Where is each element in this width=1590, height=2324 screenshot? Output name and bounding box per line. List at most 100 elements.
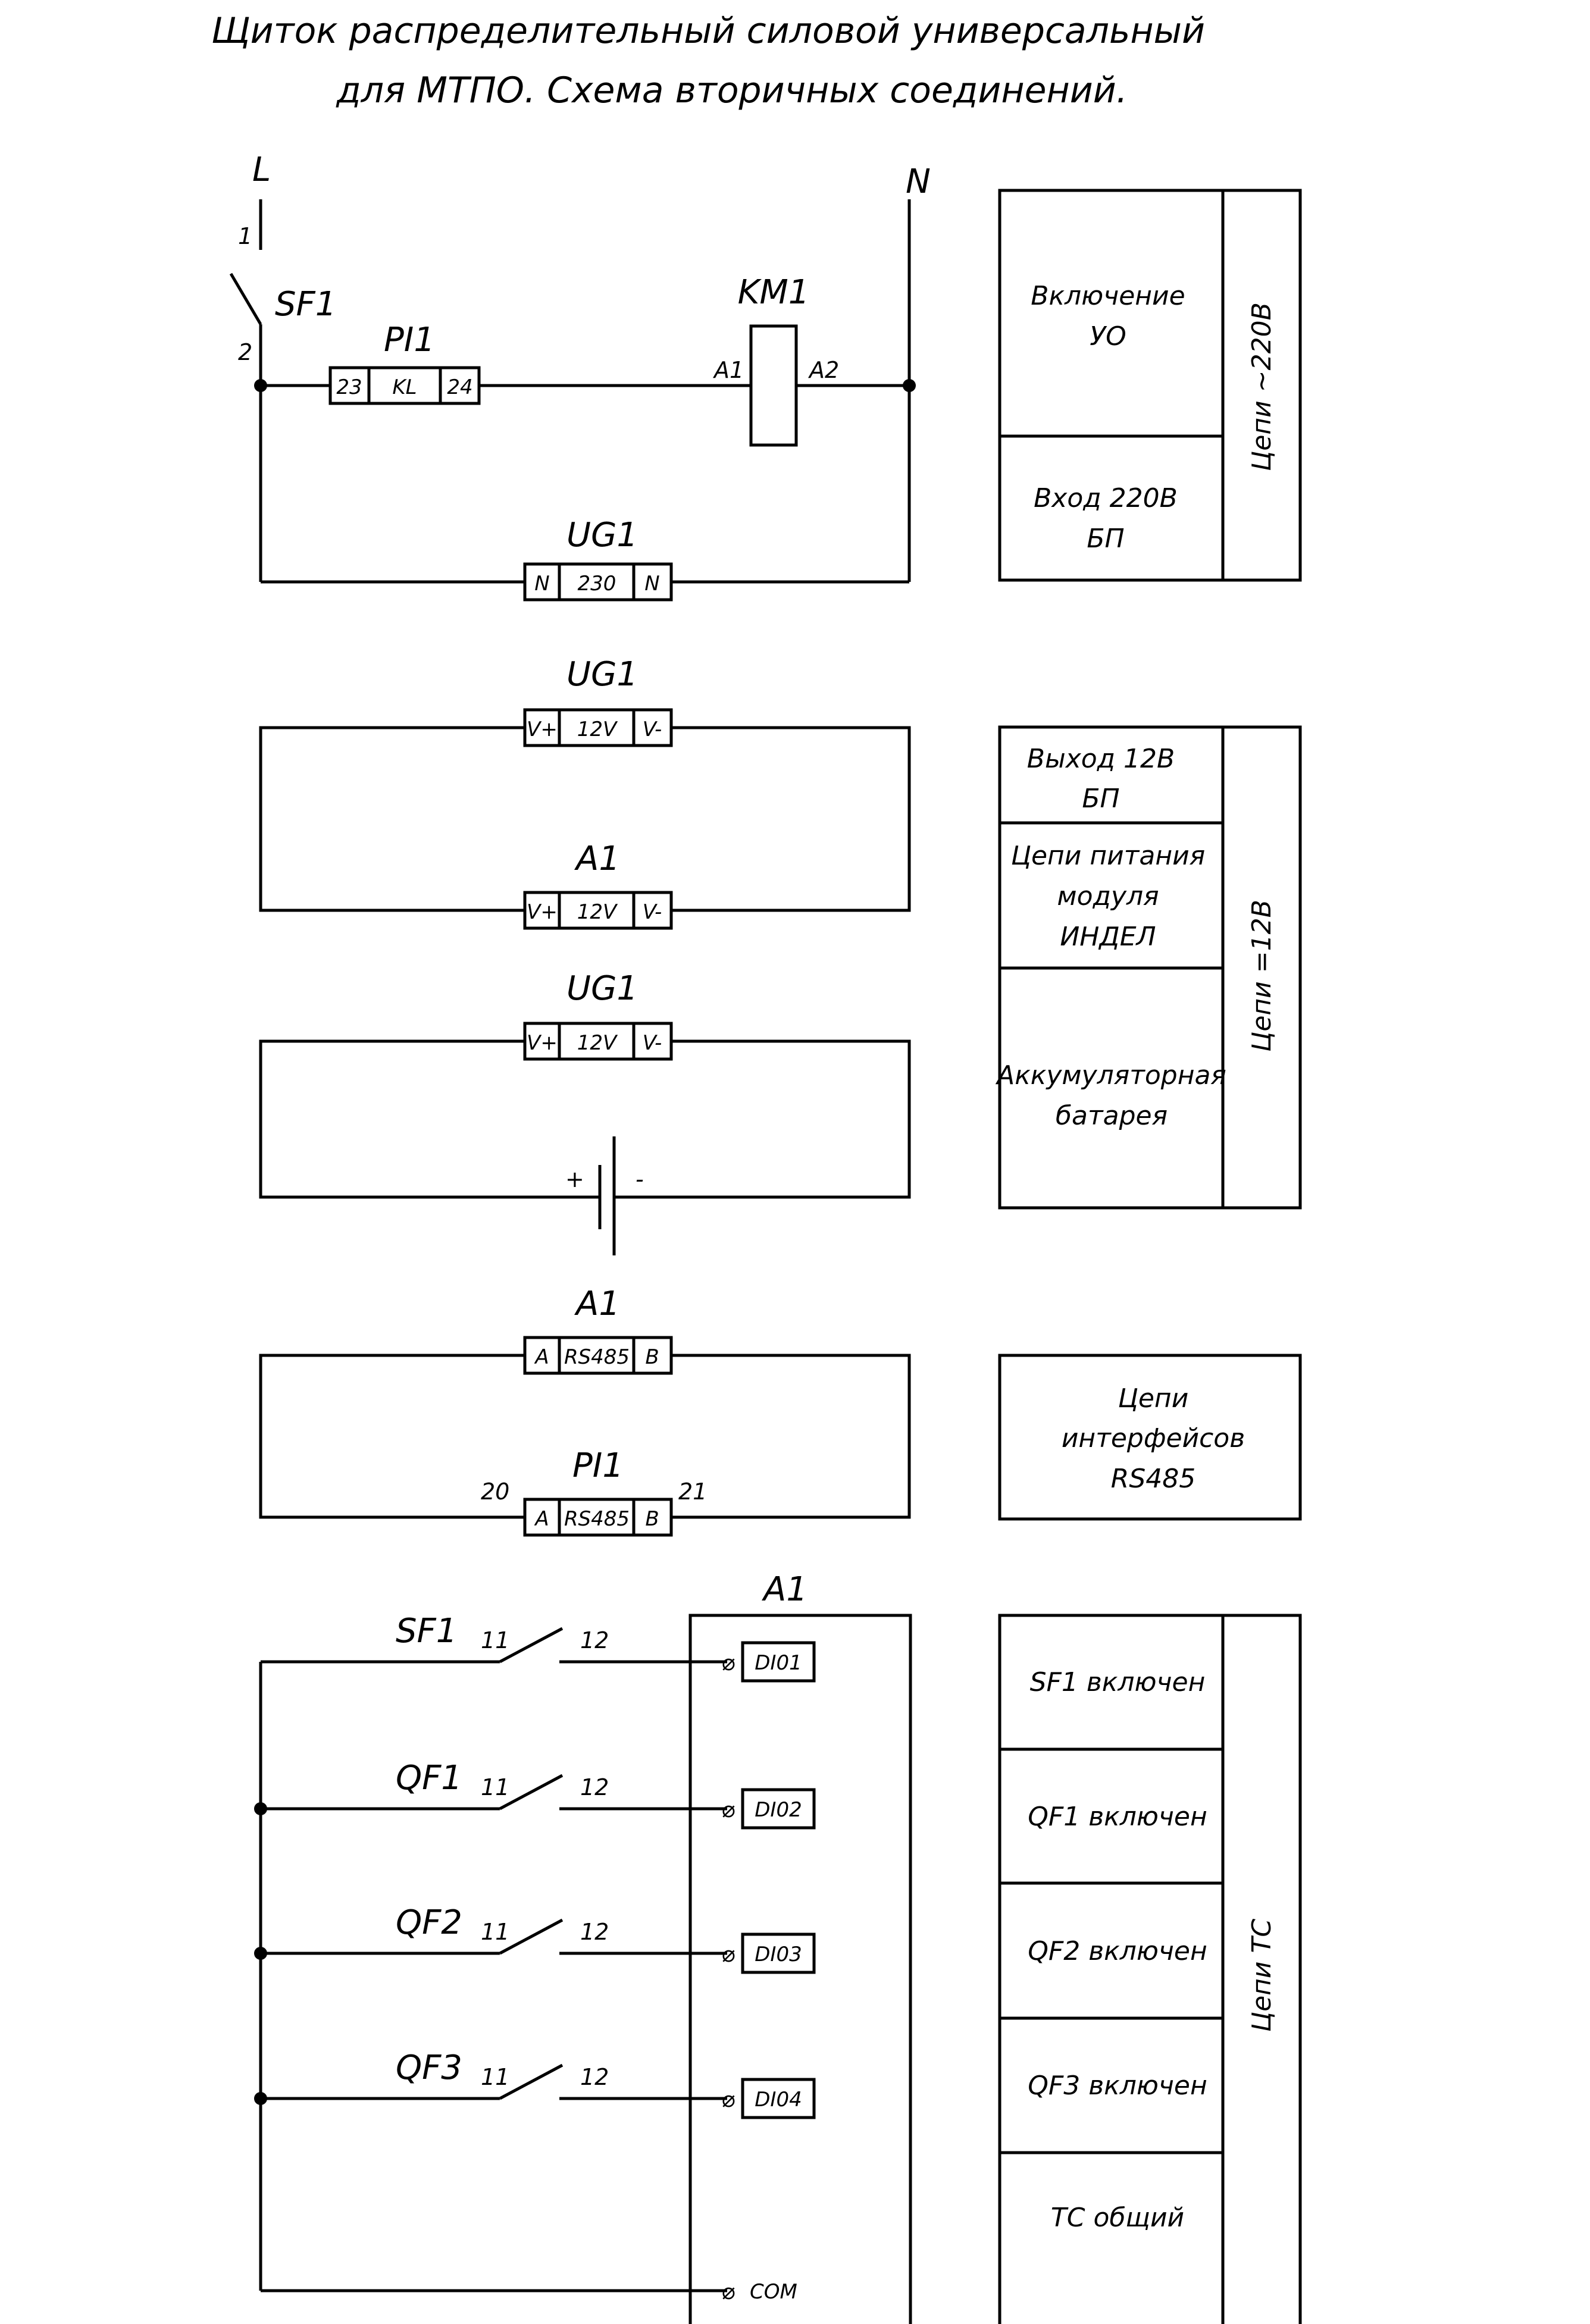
- pi1-label: PI1: [384, 321, 435, 359]
- table-side-label: Цепи =12В: [1247, 900, 1277, 1052]
- pi1-terminal-24: 24: [447, 375, 472, 399]
- contact-pin-12: 12: [580, 1627, 609, 1653]
- di01-label: DI01: [755, 1651, 802, 1675]
- a1-terminal-12v: 12V: [577, 900, 618, 924]
- km1-pin-a2: A2: [807, 357, 839, 383]
- table-cell-text: Вход 220В: [1034, 483, 1178, 513]
- contact-pin-12: 12: [580, 1919, 609, 1945]
- a1-terminal-vplus: V+: [527, 900, 558, 924]
- table-cell-text: БП: [1087, 524, 1124, 554]
- sf1-aux-contact: [499, 1627, 564, 1664]
- table-cell-text: модуля: [1057, 881, 1159, 912]
- terminal-symbol: ⌀: [721, 2086, 735, 2112]
- contact-pin-11: 11: [481, 1627, 509, 1653]
- table-cell-text: Цепи: [1118, 1383, 1189, 1414]
- terminal-symbol: ⌀: [721, 1796, 735, 1822]
- pi1-terminal-block: [328, 366, 481, 405]
- ug1-terminal-vplus: V+: [527, 718, 558, 741]
- sf1-pin-2: 2: [238, 339, 252, 365]
- wire-battery-plus: [259, 1039, 600, 1199]
- diagram-title-line1: Щиток распределительный силовой универса…: [211, 10, 1205, 52]
- qf3-aux-contact: [499, 2063, 564, 2100]
- section-tc-circuits: A1 SF1 11 12 ⌀ DI01 QF1 11 12 ⌀ DI02 QF2…: [254, 1570, 912, 2324]
- table-side-label: Цепи ~220В: [1247, 302, 1277, 471]
- di03-terminal: [741, 1933, 816, 1974]
- table-cell-text: Аккумуляторная: [995, 1060, 1226, 1091]
- a1-terminal-vminus: V-: [643, 900, 662, 924]
- switch-label: QF2: [396, 1903, 462, 1942]
- ug1-terminal-n: N: [644, 572, 659, 596]
- a1-terminal-b: B: [645, 1345, 659, 1369]
- table-cell-text: QF2 включен: [1028, 1936, 1207, 1966]
- di04-terminal: [741, 2078, 816, 2119]
- table-cell-text: Включение: [1031, 281, 1185, 311]
- pi1-rs485-terminal-block: [523, 1498, 673, 1537]
- wire-rs485-b: [671, 1354, 911, 1519]
- ug1-label: UG1: [566, 655, 638, 694]
- table-220v: Включение УО Вход 220В БП Цепи ~220В: [998, 189, 1302, 582]
- contact-pin-11: 11: [481, 1774, 509, 1800]
- table-cell-text: ИНДЕЛ: [1060, 922, 1156, 952]
- pi1-terminal-rs485: RS485: [564, 1507, 630, 1531]
- sf1-pin-1: 1: [238, 223, 252, 249]
- label-phase-l: L: [252, 151, 271, 189]
- a1-rs485-terminal-block: [523, 1336, 673, 1375]
- wire-rs485-a: [259, 1354, 525, 1519]
- ug1-terminal-vminus: V-: [643, 718, 662, 741]
- di02-terminal: [741, 1788, 816, 1830]
- pi1-pin-21: 21: [678, 1479, 707, 1505]
- contact-pin-12: 12: [580, 2064, 609, 2090]
- section-rs485-circuit: A1 A RS485 B PI1 20 21 A RS485 B: [259, 1285, 911, 1537]
- sf1-label: SF1: [275, 285, 336, 324]
- switch-label: QF1: [396, 1759, 462, 1797]
- wire-vplus: [259, 726, 525, 912]
- ug1-input-terminal-block: [523, 562, 673, 602]
- ug1-terminal-n: N: [534, 572, 549, 596]
- ug1-output-terminal-block: [523, 708, 673, 747]
- table-cell-text: УО: [1090, 321, 1126, 352]
- ug1-battery-terminal-block: [523, 1022, 673, 1061]
- ug1-terminal-vplus: V+: [527, 1031, 558, 1055]
- ug1-terminal-230: 230: [578, 572, 616, 596]
- section-220v-circuit: L N 1 2 SF1 PI1 23 KL 24 KM1 A1 A2 UG: [229, 151, 931, 602]
- ug1-terminal-vminus: V-: [643, 1031, 662, 1055]
- table-rs485: Цепи интерфейсов RS485: [998, 1354, 1302, 1521]
- ug1-label: UG1: [566, 516, 638, 555]
- ug1-terminal-12v: 12V: [577, 1031, 618, 1055]
- km1-coil: [749, 324, 798, 447]
- di02-label: DI02: [755, 1798, 802, 1822]
- contact-pin-11: 11: [481, 1919, 509, 1945]
- table-cell-text: QF1 включен: [1028, 1802, 1207, 1832]
- table-cell-text: ТС общий: [1051, 2203, 1184, 2233]
- km1-pin-a1: A1: [712, 357, 744, 383]
- a1-label: A1: [762, 1570, 807, 1609]
- qf1-aux-contact: [499, 1774, 564, 1811]
- pi1-terminal-23: 23: [336, 375, 362, 399]
- ug1-label: UG1: [566, 969, 638, 1008]
- terminal-symbol: ⌀: [721, 2278, 735, 2304]
- table-tc: SF1 включен QF1 включен QF2 включен QF3 …: [998, 1614, 1302, 2324]
- pi1-terminal-a: A: [534, 1507, 549, 1531]
- table-cell-text: RS485: [1111, 1464, 1195, 1494]
- di04-label: DI04: [755, 2088, 802, 2112]
- pi1-label: PI1: [572, 1446, 624, 1485]
- wire-vminus: [671, 726, 911, 912]
- battery-minus-sign: -: [636, 1166, 644, 1192]
- table-cell-text: батарея: [1056, 1101, 1168, 1131]
- wire-battery-minus: [614, 1039, 911, 1199]
- label-neutral-n: N: [906, 162, 931, 201]
- table-cell-text: БП: [1082, 784, 1119, 814]
- ug1-terminal-12v: 12V: [577, 718, 618, 741]
- table-cell-text: QF3 включен: [1028, 2071, 1207, 2101]
- a1-terminal-rs485: RS485: [564, 1345, 630, 1369]
- di01-terminal: [741, 1641, 816, 1683]
- a1-terminal-a: A: [534, 1345, 549, 1369]
- switch-label: QF3: [396, 2049, 462, 2087]
- sf1-blade: [229, 273, 262, 325]
- contact-pin-12: 12: [580, 1774, 609, 1800]
- table-12v: Выход 12В БП Цепи питания модуля ИНДЕЛ А…: [995, 725, 1302, 1210]
- terminal-symbol: ⌀: [721, 1941, 735, 1967]
- battery-plus-sign: +: [565, 1166, 584, 1192]
- a1-power-terminal-block: [523, 891, 673, 930]
